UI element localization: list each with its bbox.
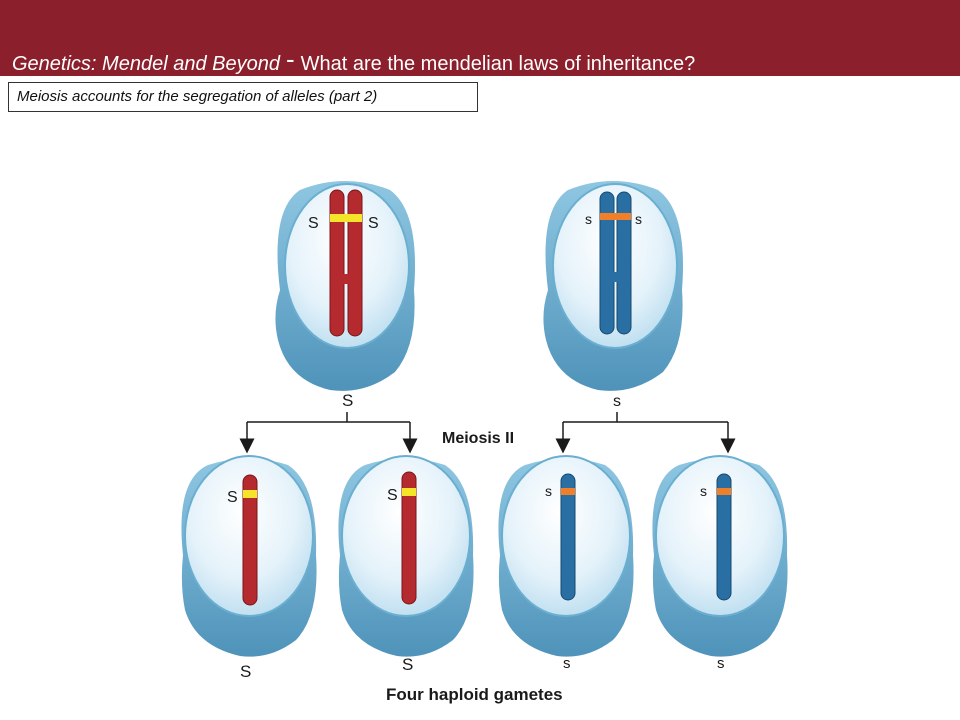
allele-label-tr-1: s [585, 211, 592, 227]
chromosome-recessive-pair [599, 191, 632, 335]
header-bar: Genetics: Mendel and Beyond-What are the… [0, 0, 960, 76]
chromosome-dominant [242, 474, 258, 606]
branch-left [239, 412, 418, 454]
allele-label-tl-2: S [368, 215, 379, 232]
gametes-caption: Four haploid gametes [386, 685, 563, 704]
gamete-allele-3: s [545, 483, 552, 499]
allele-band-recessive [561, 488, 575, 495]
gamete-cell-3: s [498, 455, 634, 657]
gamete-cell-4: s [652, 455, 788, 657]
gamete-label-2: S [402, 655, 413, 674]
subtitle-box: Meiosis accounts for the segregation of … [8, 82, 478, 112]
gamete-label-1: S [240, 662, 251, 681]
branch-right [555, 412, 736, 454]
meiosis-label: Meiosis II [442, 430, 514, 447]
chromosome-recessive [716, 473, 732, 601]
branch-label-right: s [613, 393, 621, 410]
chromosome-dominant-pair [329, 189, 363, 337]
gamete-cell-1: S [181, 455, 317, 657]
title-separator: - [285, 44, 295, 74]
gamete-allele-2: S [387, 487, 398, 504]
cell-top-right: s s [543, 181, 683, 391]
gamete-cell-2: S [338, 455, 474, 657]
title-question: What are the mendelian laws of inheritan… [300, 53, 696, 75]
gamete-allele-1: S [227, 489, 238, 506]
gamete-allele-4: s [700, 483, 707, 499]
allele-label-tr-2: s [635, 211, 642, 227]
gamete-label-4: s [717, 655, 725, 672]
allele-band-dominant [330, 214, 362, 222]
branch-label-left: S [342, 391, 353, 410]
allele-band-recessive [717, 488, 731, 495]
cell-top-left: S S [275, 181, 415, 391]
title-topic: Genetics: Mendel and Beyond [12, 53, 280, 75]
allele-label-tl-1: S [308, 215, 319, 232]
allele-band-dominant [243, 490, 257, 498]
chromosome-dominant [401, 471, 417, 605]
allele-band-dominant [402, 488, 416, 496]
allele-band-recessive [600, 213, 631, 220]
gamete-label-3: s [563, 655, 571, 672]
page-title: Genetics: Mendel and Beyond-What are the… [12, 44, 696, 77]
chromosome-recessive [560, 473, 576, 601]
